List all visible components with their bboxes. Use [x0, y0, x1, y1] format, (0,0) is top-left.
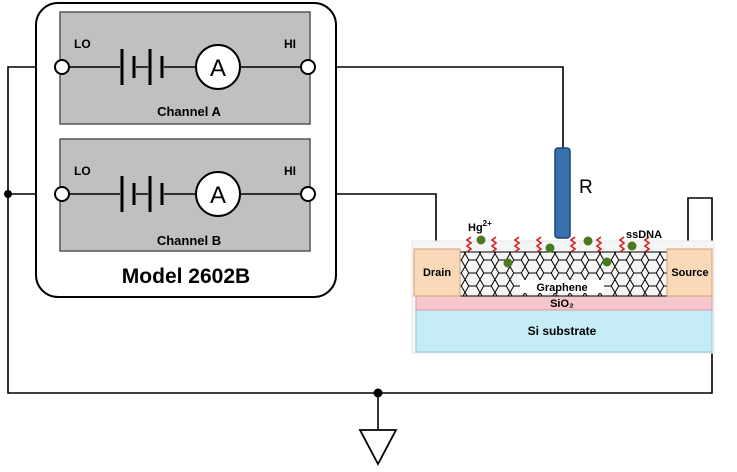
instrument-model-2602b: A Channel A LO HI A Channel B LO HI — [35, 2, 337, 298]
battery-icon — [120, 176, 164, 212]
ssdna-strand — [569, 236, 577, 253]
model-label: Model 2602B — [122, 265, 250, 288]
graphene-fet-device: Si substrate SiO₂ Graphene Drain Source — [411, 147, 715, 354]
wire-ground-loop — [7, 66, 713, 394]
hg-ion — [476, 235, 486, 245]
ground-symbol — [358, 429, 398, 466]
junction-dot-ground — [373, 388, 383, 398]
battery-icon — [120, 49, 164, 85]
lo-terminal-b[interactable] — [54, 186, 70, 202]
si-substrate-label: Si substrate — [528, 324, 597, 338]
ammeter-symbol: A — [210, 55, 226, 82]
ssdna-strand — [535, 236, 543, 253]
hg-ion — [583, 236, 593, 246]
hg-ions — [476, 235, 637, 268]
sio2-label: SiO₂ — [550, 298, 574, 310]
channel-a: A Channel A LO HI — [54, 11, 316, 125]
channel-b: A Channel B LO HI — [54, 138, 316, 252]
ssdna-strands — [465, 236, 651, 253]
ssdna-strand — [513, 236, 521, 253]
hi-label-b: HI — [284, 164, 296, 178]
source-electrode — [666, 248, 713, 297]
hg-ion — [503, 258, 513, 268]
ssdna-strand — [490, 236, 498, 253]
drain-electrode — [413, 248, 461, 297]
ssdna-strand — [643, 236, 651, 253]
hg-ion — [602, 257, 612, 267]
channel-a-label: Channel A — [157, 104, 221, 119]
junction-dot-b — [4, 190, 12, 198]
lo-label-b: LO — [74, 164, 91, 178]
hi-terminal-b[interactable] — [300, 186, 316, 202]
ssdna-strand — [618, 236, 626, 253]
hg-ion-label: Hg2+ — [468, 219, 492, 234]
hi-terminal-a[interactable] — [300, 59, 316, 75]
hi-label-a: HI — [284, 37, 296, 51]
hg-ion — [545, 243, 555, 253]
channel-b-label: Channel B — [157, 233, 221, 248]
ammeter-symbol: A — [210, 182, 226, 209]
wires — [7, 66, 713, 430]
graphene-label: Graphene — [536, 282, 587, 294]
ssdna-label: ssDNA — [626, 229, 662, 241]
source-label: Source — [671, 267, 708, 279]
reference-electrode — [554, 147, 571, 239]
ammeter-icon — [195, 44, 241, 90]
ssdna-strand — [465, 236, 473, 253]
ssdna-strand — [595, 236, 603, 253]
hg-ion — [627, 241, 637, 251]
wire-hi-a — [308, 66, 564, 150]
drain-label: Drain — [423, 267, 451, 279]
wire-hi-b — [308, 193, 437, 252]
ammeter-icon — [195, 171, 241, 217]
reference-electrode-label: R — [579, 177, 593, 198]
lo-terminal-a[interactable] — [54, 59, 70, 75]
lo-label-a: LO — [74, 37, 91, 51]
